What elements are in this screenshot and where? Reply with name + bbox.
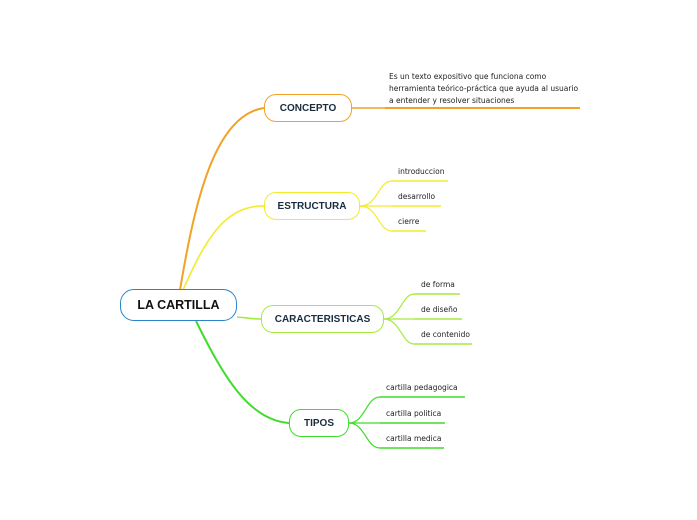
- leaf-cartilla-politica[interactable]: cartilla politica: [386, 409, 442, 418]
- leaf-cartilla-medica[interactable]: cartilla medica: [386, 434, 442, 443]
- branch-caracteristicas[interactable]: CARACTERISTICAS: [261, 305, 384, 333]
- leaf-introduccion[interactable]: introduccion: [398, 167, 445, 176]
- leaf-de-forma[interactable]: de forma: [421, 280, 455, 289]
- branch-label: ESTRUCTURA: [277, 200, 347, 212]
- branch-estructura[interactable]: ESTRUCTURA: [264, 192, 360, 220]
- leaf-de-contenido[interactable]: de contenido: [421, 330, 470, 339]
- connector-tipos: [195, 320, 290, 424]
- leaf-cartilla-pedagogica[interactable]: cartilla pedagogica: [386, 383, 458, 392]
- root-label: LA CARTILLA: [137, 298, 220, 312]
- leaf-de-diseno[interactable]: de diseño: [421, 305, 458, 314]
- leaf-desarrollo[interactable]: desarrollo: [398, 192, 436, 201]
- connector-estructura: [182, 205, 265, 291]
- root-node[interactable]: LA CARTILLA: [120, 289, 237, 321]
- branch-label: CARACTERISTICAS: [274, 313, 371, 325]
- connector-caracteristicas: [236, 316, 262, 320]
- connector-concepto: [179, 107, 265, 291]
- leaf-cierre[interactable]: cierre: [398, 217, 420, 226]
- branch-label: CONCEPTO: [279, 102, 337, 114]
- branch-tipos[interactable]: TIPOS: [289, 409, 349, 437]
- branch-label: TIPOS: [303, 417, 334, 429]
- leaf-concepto-definition[interactable]: Es un texto expositivo que funciona como…: [389, 72, 579, 105]
- branch-concepto[interactable]: CONCEPTO: [264, 94, 352, 122]
